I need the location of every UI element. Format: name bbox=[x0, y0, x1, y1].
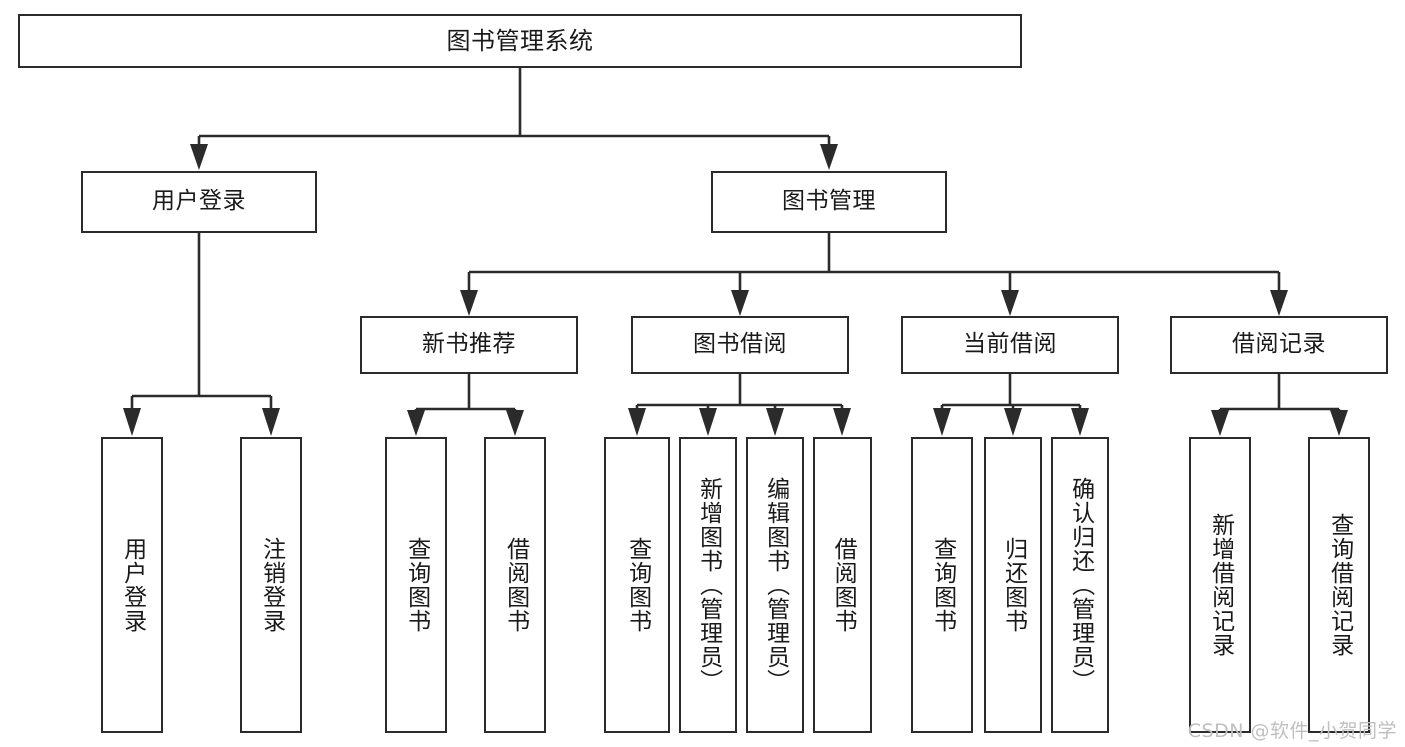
leaf-user-login-label: 用户登录 bbox=[119, 537, 146, 633]
leaf-query-borrow-record-label: 查询借阅记录 bbox=[1326, 513, 1353, 657]
leaf-confirm-return-admin-label: 确认归还（管理员） bbox=[1067, 477, 1094, 693]
leaf-add-book-admin-label: 新增图书（管理员） bbox=[695, 477, 722, 693]
node-borrow-record-label: 借阅记录 bbox=[1232, 331, 1326, 358]
leaf-edit-book-admin[interactable]: 编辑图书（管理员） bbox=[746, 437, 804, 733]
leaf-newbook-borrow-book[interactable]: 借阅图书 bbox=[484, 437, 546, 733]
arrowhead-bb-edit bbox=[766, 408, 784, 436]
leaf-borrow-book[interactable]: 借阅图书 bbox=[813, 437, 872, 733]
leaf-edit-book-admin-label: 编辑图书（管理员） bbox=[762, 477, 789, 693]
arrowhead-leaf-user-login bbox=[123, 408, 141, 436]
leaf-newbook-borrow-book-label: 借阅图书 bbox=[502, 537, 529, 633]
leaf-confirm-return-admin[interactable]: 确认归还（管理员） bbox=[1051, 437, 1109, 733]
node-user-login[interactable]: 用户登录 bbox=[81, 171, 317, 233]
arrowhead-new-book-rec bbox=[460, 290, 478, 316]
node-book-borrow-label: 图书借阅 bbox=[693, 331, 787, 358]
arrowhead-newbook-query bbox=[407, 410, 425, 436]
leaf-newbook-query-book[interactable]: 查询图书 bbox=[385, 437, 447, 733]
node-root[interactable]: 图书管理系统 bbox=[18, 14, 1022, 68]
arrowhead-newbook-borrow bbox=[506, 410, 524, 436]
arrowhead-book-borrow bbox=[731, 290, 749, 316]
arrowhead-bb-add bbox=[699, 408, 717, 436]
node-current-borrow-label: 当前借阅 bbox=[963, 331, 1057, 358]
leaf-return-book-label: 归还图书 bbox=[1000, 537, 1027, 633]
arrowhead-cb-query bbox=[933, 408, 951, 436]
node-new-book-recommend[interactable]: 新书推荐 bbox=[360, 316, 578, 374]
node-book-borrow[interactable]: 图书借阅 bbox=[631, 316, 849, 374]
leaf-borrow-book-label: 借阅图书 bbox=[830, 537, 857, 633]
node-root-label: 图书管理系统 bbox=[446, 26, 594, 55]
node-new-book-recommend-label: 新书推荐 bbox=[422, 331, 516, 358]
leaf-logout-label: 注销登录 bbox=[258, 537, 285, 633]
leaf-add-borrow-record-label: 新增借阅记录 bbox=[1207, 513, 1234, 657]
leaf-add-book-admin[interactable]: 新增图书（管理员） bbox=[679, 437, 737, 733]
arrowhead-user-login bbox=[190, 144, 208, 170]
arrowhead-bb-query bbox=[628, 408, 646, 436]
arrowhead-cb-return bbox=[1004, 408, 1022, 436]
leaf-logout[interactable]: 注销登录 bbox=[240, 437, 302, 733]
leaf-return-book[interactable]: 归还图书 bbox=[984, 437, 1042, 733]
arrowhead-current-borrow bbox=[1001, 290, 1019, 316]
node-user-login-label: 用户登录 bbox=[152, 188, 246, 215]
leaf-newbook-query-book-label: 查询图书 bbox=[403, 537, 430, 633]
leaf-current-query-book-label: 查询图书 bbox=[929, 537, 956, 633]
arrowhead-borrow-record bbox=[1270, 290, 1288, 316]
leaf-borrow-query-book[interactable]: 查询图书 bbox=[604, 437, 670, 733]
arrowhead-cb-confirm bbox=[1071, 408, 1089, 436]
watermark: CSDN @软件_小贺同学 bbox=[1187, 720, 1397, 742]
arrowhead-leaf-logout bbox=[262, 408, 280, 436]
leaf-current-query-book[interactable]: 查询图书 bbox=[911, 437, 973, 733]
leaf-borrow-query-book-label: 查询图书 bbox=[624, 537, 651, 633]
arrowhead-br-add bbox=[1211, 410, 1229, 436]
leaf-user-login[interactable]: 用户登录 bbox=[101, 437, 163, 733]
node-current-borrow[interactable]: 当前借阅 bbox=[901, 316, 1119, 374]
node-book-management-label: 图书管理 bbox=[782, 188, 876, 215]
arrowhead-book-mgmt bbox=[820, 144, 838, 170]
leaf-query-borrow-record[interactable]: 查询借阅记录 bbox=[1308, 437, 1370, 733]
node-book-management[interactable]: 图书管理 bbox=[711, 171, 947, 233]
arrowhead-bb-borrow bbox=[833, 408, 851, 436]
arrowhead-br-query bbox=[1330, 410, 1348, 436]
node-borrow-record[interactable]: 借阅记录 bbox=[1170, 316, 1388, 374]
leaf-add-borrow-record[interactable]: 新增借阅记录 bbox=[1189, 437, 1251, 733]
